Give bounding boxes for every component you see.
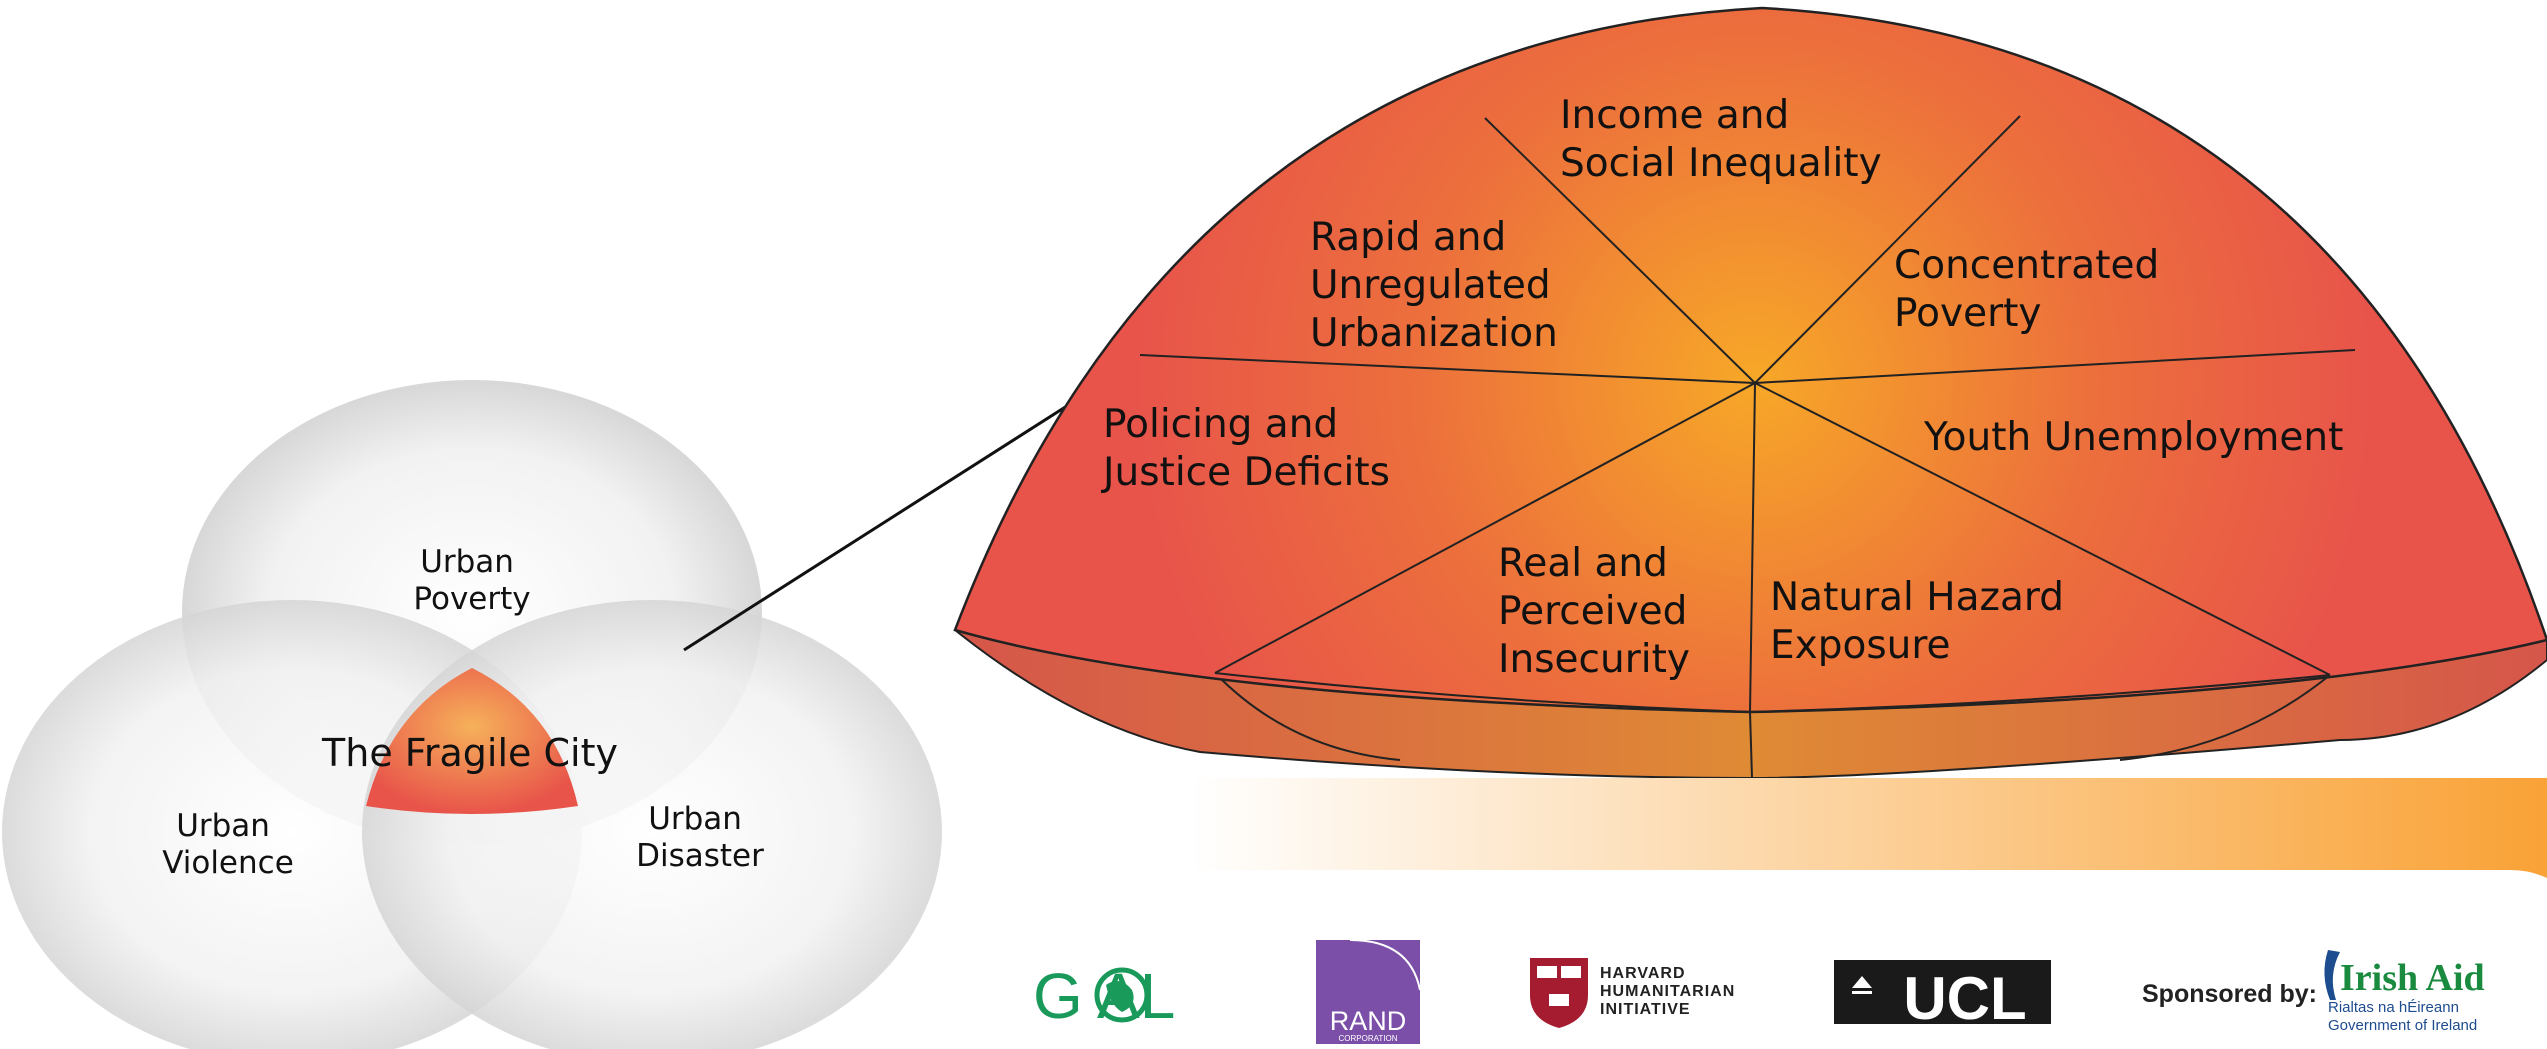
dome-dividers [1139, 115, 2356, 712]
venn-diagram: Urban Poverty Urban Violence Urban Disas… [2, 380, 942, 1049]
irish-aid-subtitle: Rialtas na hÉireann Government of Irelan… [2328, 999, 2477, 1034]
segment-income-inequality: Income and Social Inequality [1560, 93, 1882, 186]
svg-text:CORPORATION: CORPORATION [1339, 1034, 1398, 1043]
segment-rapid-urbanization: Rapid and Unregulated Urbanization [1310, 215, 1563, 356]
harp-icon [2324, 950, 2340, 1000]
segment-insecurity: Real and Perceived Insecurity [1498, 541, 1700, 682]
svg-text:G AL: G AL [1033, 960, 1175, 1032]
rand-logo: RAND CORPORATION [1316, 939, 1421, 1044]
orange-banner [1190, 778, 2547, 878]
label-urban-poverty: Urban Poverty [413, 544, 530, 617]
fragile-city-intersection [366, 668, 578, 814]
dome-surface [953, 6, 2547, 714]
svg-text:Irish Aid: Irish Aid [2340, 957, 2485, 999]
risk-factor-dome: Income and Social Inequality Rapid and U… [953, 6, 2547, 780]
svg-text:UCL: UCL [1903, 965, 2026, 1032]
ucl-logo: UCL [1834, 960, 2051, 1032]
segment-policing-justice: Policing and Justice Deficits [1100, 402, 1390, 495]
irish-aid-logo: Sponsored by: Irish Aid Rialtas na hÉire… [2142, 950, 2485, 1034]
goal-logo: G AL [1033, 960, 1175, 1032]
label-fragile-city: The Fragile City [321, 731, 618, 775]
partner-logos: G AL RAND CORPORATION HARVARD HUMANITARI… [1033, 939, 2485, 1044]
globe-icon [1094, 967, 1150, 1023]
segment-youth-unemployment: Youth Unemployment [1923, 415, 2343, 460]
segment-concentrated-poverty: Concentrated Poverty [1894, 243, 2172, 336]
label-urban-violence: Urban Violence [162, 808, 294, 881]
segment-natural-hazard: Natural Hazard Exposure [1770, 575, 2076, 668]
sponsored-by-label: Sponsored by: [2142, 980, 2317, 1008]
label-urban-disaster: Urban Disaster [636, 801, 764, 874]
harvard-humanitarian-logo: HARVARD HUMANITARIAN INITIATIVE [1530, 958, 1741, 1028]
svg-text:RAND: RAND [1330, 1006, 1407, 1036]
harvard-text: HARVARD HUMANITARIAN INITIATIVE [1600, 965, 1741, 1018]
